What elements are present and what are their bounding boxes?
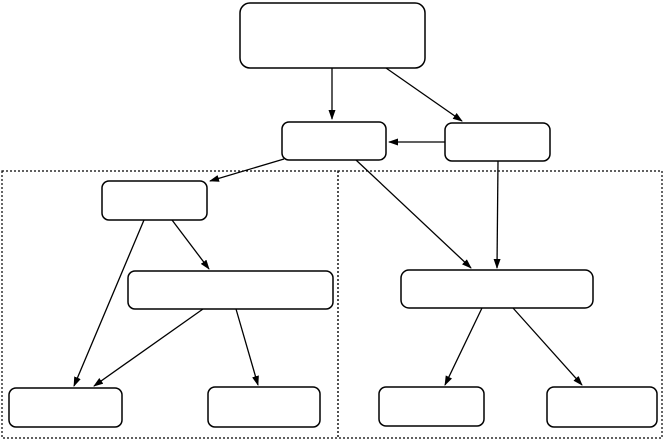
edge-hub-left-to-left-head [209, 158, 285, 182]
node-left-leaf-2-box [207, 386, 321, 428]
edge-left-mid-to-left-leaf-1 [93, 308, 204, 387]
node-left-leaf-1 [8, 387, 123, 428]
node-root [239, 2, 426, 69]
node-right-mid-box [400, 269, 594, 309]
node-left-mid [127, 270, 334, 310]
node-right-leaf-2-box [546, 386, 658, 428]
node-left-head [101, 180, 208, 221]
node-right-mid [400, 269, 594, 309]
node-left-head-box [101, 180, 208, 221]
node-left-leaf-2 [207, 386, 321, 428]
edge-hub-left-to-right-mid [355, 159, 472, 269]
node-right-leaf-2 [546, 386, 658, 428]
node-right-leaf-1-box [378, 386, 485, 427]
node-hub-right [444, 122, 551, 162]
node-root-box [239, 2, 426, 69]
edge-hub-right-to-right-mid [493, 160, 501, 269]
node-hub-left [281, 121, 387, 161]
edge-left-mid-to-left-leaf-2 [235, 308, 259, 386]
node-left-mid-box [127, 270, 334, 310]
node-hub-left-box [281, 121, 387, 161]
edge-left-head-to-left-mid [171, 219, 210, 270]
edge-left-head-to-left-leaf-1 [73, 219, 145, 387]
node-left-leaf-1-box [8, 387, 123, 428]
right-group-dashed-container [337, 170, 663, 439]
edge-right-mid-to-right-leaf-1 [444, 307, 483, 386]
node-right-leaf-1 [378, 386, 485, 427]
edge-right-mid-to-right-leaf-2 [512, 307, 583, 386]
node-hub-right-box [444, 122, 551, 162]
edge-root-to-hub-right [385, 67, 463, 122]
